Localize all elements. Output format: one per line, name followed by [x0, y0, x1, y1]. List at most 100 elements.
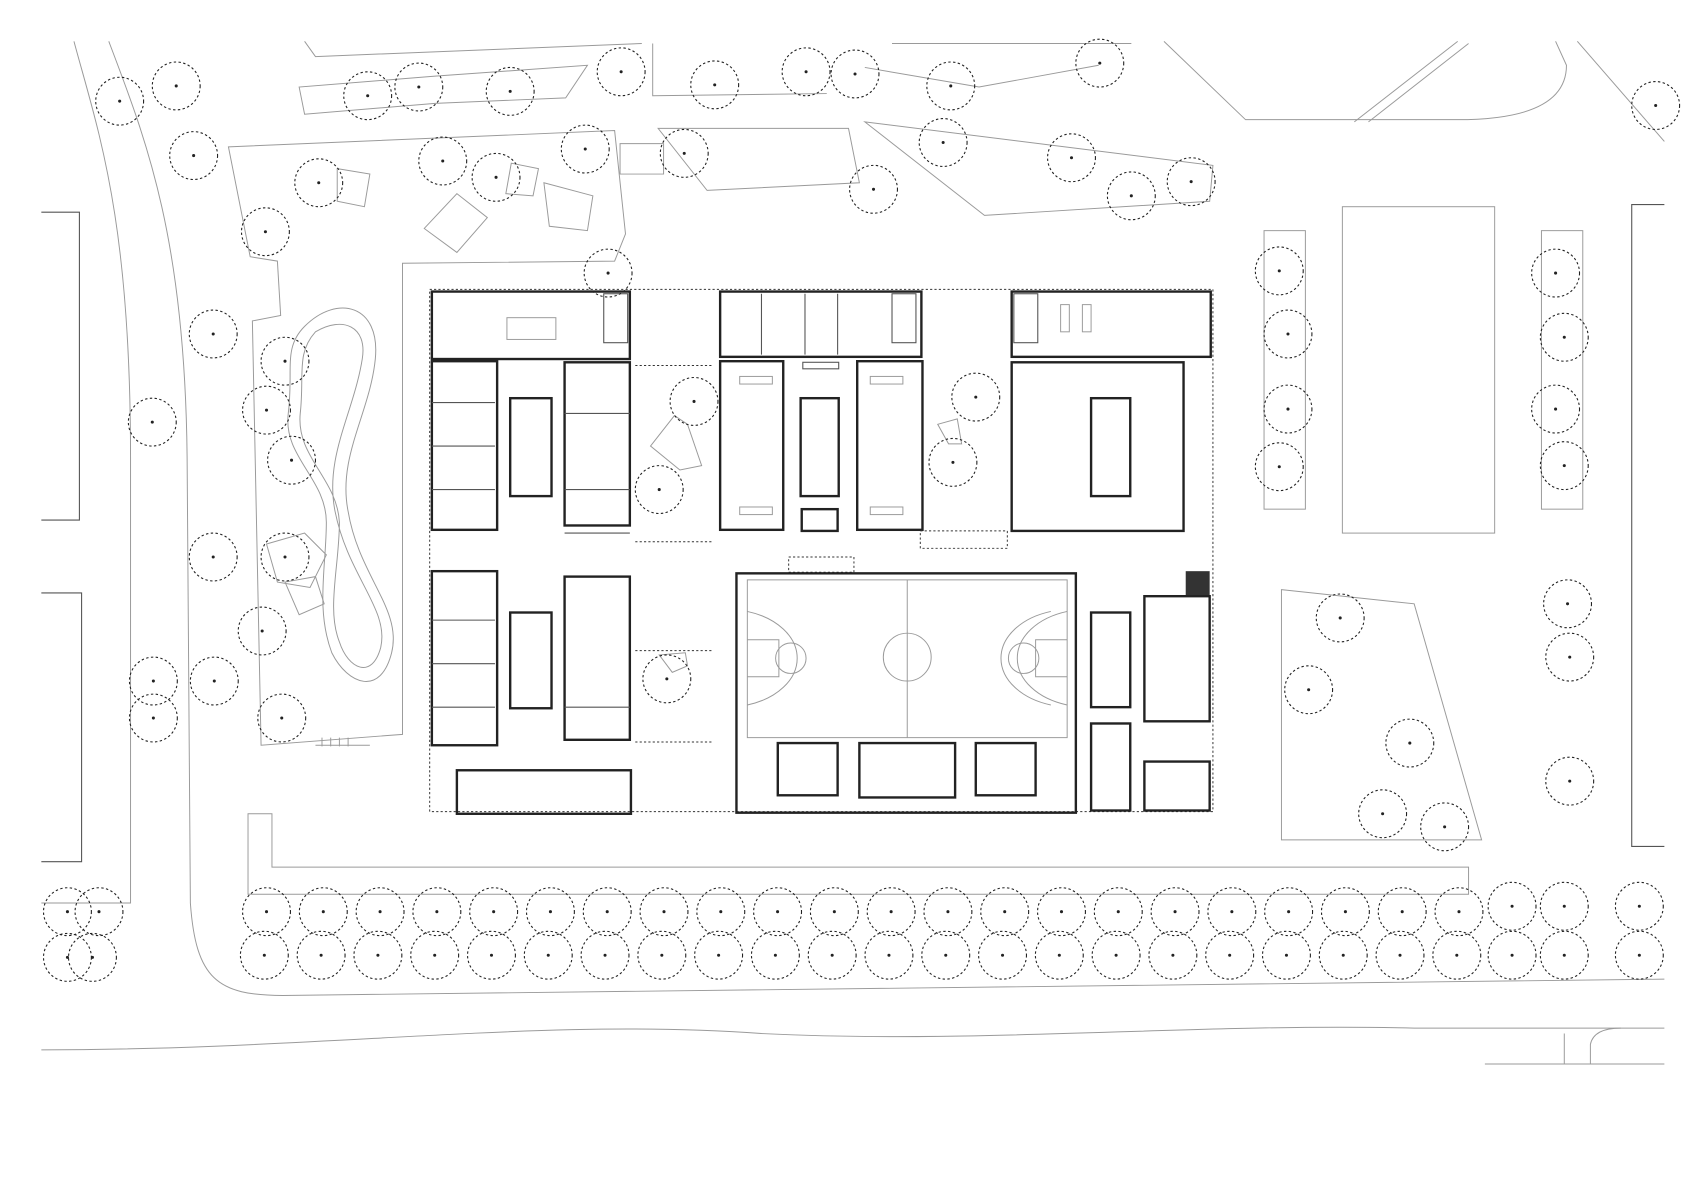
- tree-trunk: [949, 84, 953, 88]
- tree-canopy: [696, 887, 746, 937]
- tree-canopy: [1315, 593, 1365, 643]
- tree-canopy: [1166, 157, 1216, 207]
- tree-canopy: [525, 887, 575, 937]
- gymnasium: [735, 572, 1078, 814]
- tree-trunk: [150, 420, 154, 424]
- tree-trunk: [1381, 812, 1385, 816]
- tree-trunk: [1654, 104, 1658, 108]
- tree-canopy: [1631, 81, 1681, 131]
- tree-trunk: [174, 84, 178, 88]
- tree-trunk: [776, 910, 780, 914]
- tree-trunk: [1637, 953, 1641, 957]
- tree-canopy: [1487, 881, 1537, 931]
- tree-trunk: [832, 910, 836, 914]
- tree-trunk: [830, 953, 834, 957]
- tree-trunk: [944, 953, 948, 957]
- tree-trunk: [889, 910, 893, 914]
- middle-wing: [718, 290, 923, 359]
- tree-trunk: [317, 181, 321, 185]
- tree-canopy: [242, 385, 291, 435]
- tree-canopy: [928, 437, 978, 487]
- tree-canopy: [690, 60, 740, 110]
- tree-trunk: [1562, 904, 1566, 908]
- tree-canopy: [866, 887, 916, 937]
- tree-canopy: [260, 532, 310, 582]
- tree-canopy: [410, 930, 460, 980]
- tree-canopy: [1261, 930, 1311, 980]
- tree-trunk: [1562, 335, 1566, 339]
- tree-canopy: [42, 887, 92, 937]
- tree-canopy: [242, 887, 291, 937]
- tree-trunk: [1566, 602, 1570, 606]
- tree-trunk: [1171, 953, 1175, 957]
- tree-trunk: [1343, 910, 1347, 914]
- tree-trunk: [494, 175, 498, 179]
- tree-trunk: [417, 85, 421, 89]
- tree-trunk: [1341, 953, 1345, 957]
- tree-trunk: [263, 230, 267, 234]
- tree-canopy: [637, 930, 687, 980]
- tree-trunk: [1562, 953, 1566, 957]
- tree-trunk: [1286, 332, 1290, 336]
- tree-trunk: [1408, 741, 1412, 745]
- site-context: [41, 40, 1665, 1065]
- tree-canopy: [298, 887, 348, 937]
- tree-trunk: [1098, 61, 1102, 65]
- tree-canopy: [128, 693, 178, 743]
- tree-trunk: [1455, 953, 1459, 957]
- tree-canopy: [1148, 930, 1198, 980]
- tree-canopy: [669, 376, 719, 426]
- tree-trunk: [65, 910, 69, 914]
- tree-trunk: [1338, 616, 1342, 620]
- tree-trunk: [548, 910, 552, 914]
- tree-canopy: [1358, 789, 1408, 839]
- tree-trunk: [692, 399, 696, 403]
- tree-trunk: [619, 70, 623, 74]
- tree-trunk: [1189, 180, 1193, 184]
- tree-trunk: [376, 953, 380, 957]
- tree-canopy: [830, 49, 880, 99]
- tree-trunk: [887, 953, 891, 957]
- tree-trunk: [974, 395, 978, 399]
- tree-canopy: [1264, 887, 1314, 937]
- tree-trunk: [717, 953, 721, 957]
- tree-canopy: [694, 930, 744, 980]
- tree-trunk: [583, 147, 587, 151]
- tree-trunk: [97, 910, 101, 914]
- tree-trunk: [264, 408, 269, 412]
- tree-canopy: [634, 465, 684, 515]
- tree-canopy: [1075, 38, 1125, 88]
- tree-trunk: [1457, 910, 1461, 914]
- tree-trunk: [283, 359, 287, 363]
- tree-canopy: [1318, 930, 1368, 980]
- tree-trunk: [151, 716, 155, 720]
- tree-canopy: [978, 930, 1028, 980]
- trees: [42, 38, 1681, 982]
- tree-canopy: [1205, 930, 1255, 980]
- tree-trunk: [321, 910, 325, 914]
- tree-canopy: [923, 887, 973, 937]
- tree-trunk: [546, 953, 550, 957]
- tree-trunk: [662, 910, 666, 914]
- tree-trunk: [1307, 688, 1311, 692]
- tree-trunk: [489, 953, 494, 957]
- tree-canopy: [95, 76, 145, 126]
- tree-canopy: [639, 887, 689, 937]
- tree-trunk: [264, 910, 269, 914]
- tree-canopy: [1545, 756, 1595, 806]
- tree-trunk: [657, 488, 661, 492]
- tree-trunk: [1114, 953, 1118, 957]
- tree-trunk: [946, 910, 950, 914]
- tree-canopy: [1545, 632, 1595, 682]
- tree-canopy: [642, 654, 692, 704]
- tree-canopy: [151, 61, 201, 111]
- tree-canopy: [237, 606, 287, 656]
- tree-trunk: [262, 953, 266, 957]
- tree-canopy: [1487, 930, 1537, 980]
- tree-canopy: [918, 118, 968, 167]
- tree-canopy: [1539, 312, 1589, 362]
- tree-canopy: [1539, 881, 1589, 931]
- tree-trunk: [1001, 953, 1005, 957]
- tree-trunk: [1230, 910, 1234, 914]
- tree-canopy: [485, 66, 535, 116]
